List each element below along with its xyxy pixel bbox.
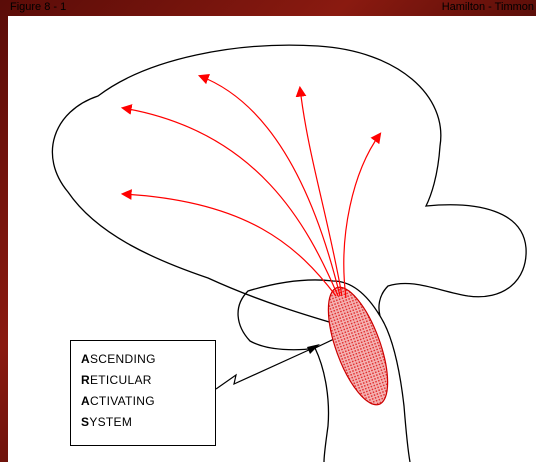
brainstem-right-edge — [379, 315, 411, 462]
label-line-system: SYSTEM — [81, 415, 133, 429]
label-box: ASCENDING RETICULAR ACTIVATING SYSTEM — [70, 340, 216, 446]
brain-outline — [51, 44, 527, 351]
brain-diagram — [51, 44, 527, 462]
label-line-ascending: ASCENDING — [81, 352, 156, 366]
fiber-far-left — [120, 189, 337, 297]
fiber-center — [295, 85, 343, 297]
header-strip: Figure 8 - 1 Hamilton - Timmon — [8, 0, 536, 16]
brainstem-left-edge — [314, 347, 330, 462]
figure-label: Figure 8 - 1 — [10, 1, 67, 13]
fiber-left — [120, 104, 339, 297]
reticular-formation — [327, 286, 389, 406]
pointer-arrowhead — [307, 344, 320, 354]
pointer-line — [215, 348, 312, 390]
label-line-reticular: RETICULAR — [81, 373, 152, 387]
diagram-panel: ASCENDING RETICULAR ACTIVATING SYSTEM — [8, 16, 536, 462]
author-label: Hamilton - Timmon — [441, 1, 534, 13]
ascending-fibers — [120, 74, 382, 299]
fiber-right — [343, 132, 382, 299]
label-line-activating: ACTIVATING — [81, 394, 155, 408]
fiber-center-left — [197, 74, 341, 297]
